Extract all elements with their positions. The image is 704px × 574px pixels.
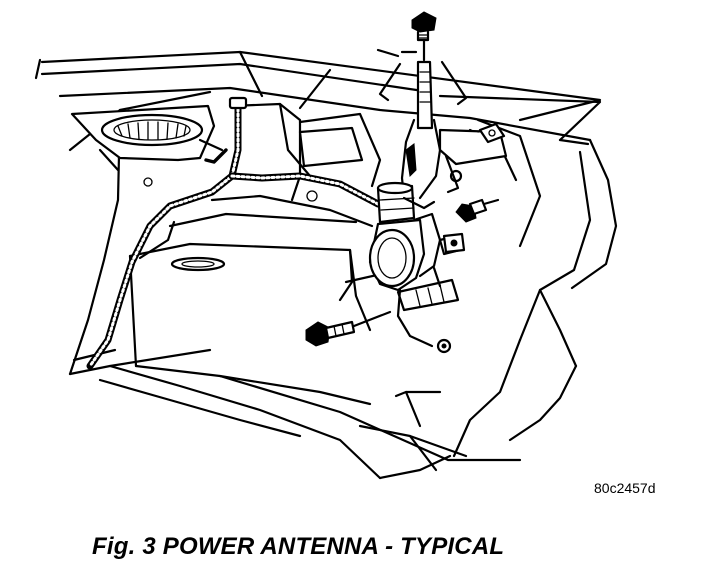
upper-bolt: [455, 198, 500, 223]
grommet: [442, 232, 466, 254]
figure-caption: Fig. 3 POWER ANTENNA - TYPICAL: [92, 533, 505, 560]
bracket-bolt: [305, 310, 392, 347]
rear-speaker: [70, 104, 224, 162]
figure-code: 80c2457d: [594, 480, 656, 496]
left-trunk-side: [68, 90, 212, 376]
antenna-nut: [411, 11, 437, 42]
wiring-harness: [86, 96, 382, 370]
ground-wire: [396, 288, 452, 354]
trunk-floor: [98, 364, 522, 480]
harness-clip: [478, 122, 506, 144]
antenna-mast: [376, 38, 468, 200]
antenna-motor: [368, 181, 442, 292]
spare-tire-well: [128, 242, 392, 406]
trunk-cavity: [138, 102, 382, 260]
